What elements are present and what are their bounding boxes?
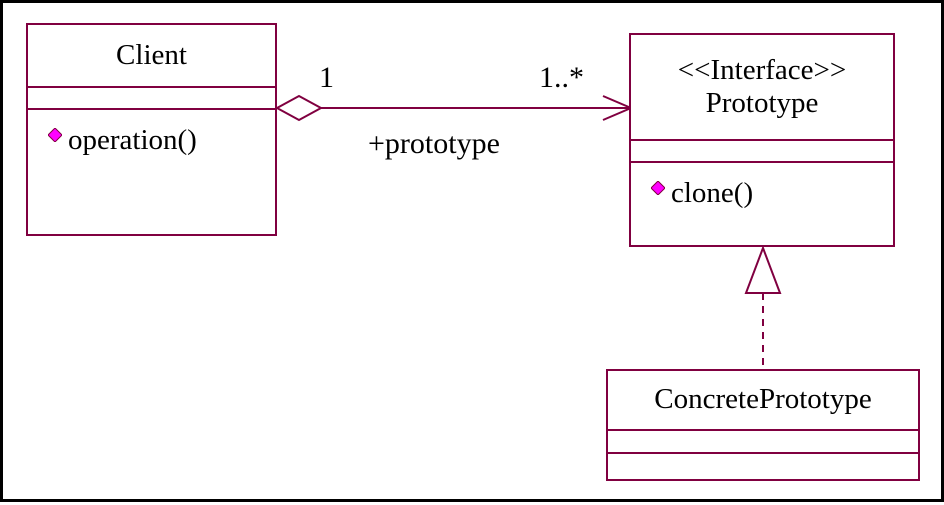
source-multiplicity-label: 1 bbox=[319, 61, 334, 94]
target-multiplicity-label: 1..* bbox=[539, 61, 584, 94]
prototype-operation-label: clone() bbox=[671, 177, 754, 209]
prototype-class-box[interactable]: <<Interface>> Prototype clone() bbox=[629, 33, 895, 247]
operation-icon bbox=[48, 128, 62, 142]
navigability-arrow-icon bbox=[602, 95, 634, 121]
realization-triangle-icon bbox=[744, 245, 782, 294]
prototype-operations-compartment: clone() bbox=[631, 163, 893, 245]
prototype-class-name: Prototype bbox=[705, 87, 819, 119]
concrete-prototype-name-compartment: ConcretePrototype bbox=[608, 371, 918, 431]
concrete-prototype-class-name: ConcretePrototype bbox=[654, 383, 872, 416]
concrete-prototype-class-box[interactable]: ConcretePrototype bbox=[606, 369, 920, 481]
operation-row: operation() bbox=[28, 110, 275, 157]
aggregation-diamond-icon bbox=[274, 94, 324, 122]
prototype-stereotype: <<Interface>> bbox=[677, 53, 847, 86]
concrete-prototype-attributes-compartment bbox=[608, 431, 918, 454]
client-operation-label: operation() bbox=[68, 124, 197, 156]
client-operations-compartment: operation() bbox=[28, 110, 275, 234]
client-attributes-compartment bbox=[28, 88, 275, 110]
association-role-label: +prototype bbox=[368, 127, 500, 160]
concrete-prototype-operations-compartment bbox=[608, 454, 918, 479]
client-class-box[interactable]: Client operation() bbox=[26, 23, 277, 236]
prototype-name-compartment: <<Interface>> Prototype bbox=[631, 35, 893, 141]
operation-row: clone() bbox=[631, 163, 893, 210]
client-class-name: Client bbox=[116, 38, 187, 71]
client-name-compartment: Client bbox=[28, 25, 275, 88]
prototype-attributes-compartment bbox=[631, 141, 893, 163]
operation-icon bbox=[651, 181, 665, 195]
